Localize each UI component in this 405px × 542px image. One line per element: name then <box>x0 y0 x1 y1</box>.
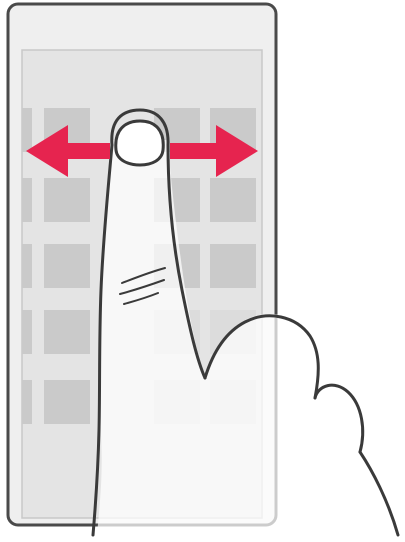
arrow-shaft-right <box>170 143 222 159</box>
fingernail <box>116 121 163 165</box>
app-tile <box>210 244 256 288</box>
app-tile <box>22 310 32 354</box>
app-tile <box>44 178 90 222</box>
app-tile <box>22 178 32 222</box>
app-tile <box>210 178 256 222</box>
app-tile <box>22 108 32 152</box>
app-tile <box>22 244 32 288</box>
app-tile <box>22 380 32 424</box>
app-tile <box>44 310 90 354</box>
app-tile <box>44 380 90 424</box>
app-tile <box>44 244 90 288</box>
